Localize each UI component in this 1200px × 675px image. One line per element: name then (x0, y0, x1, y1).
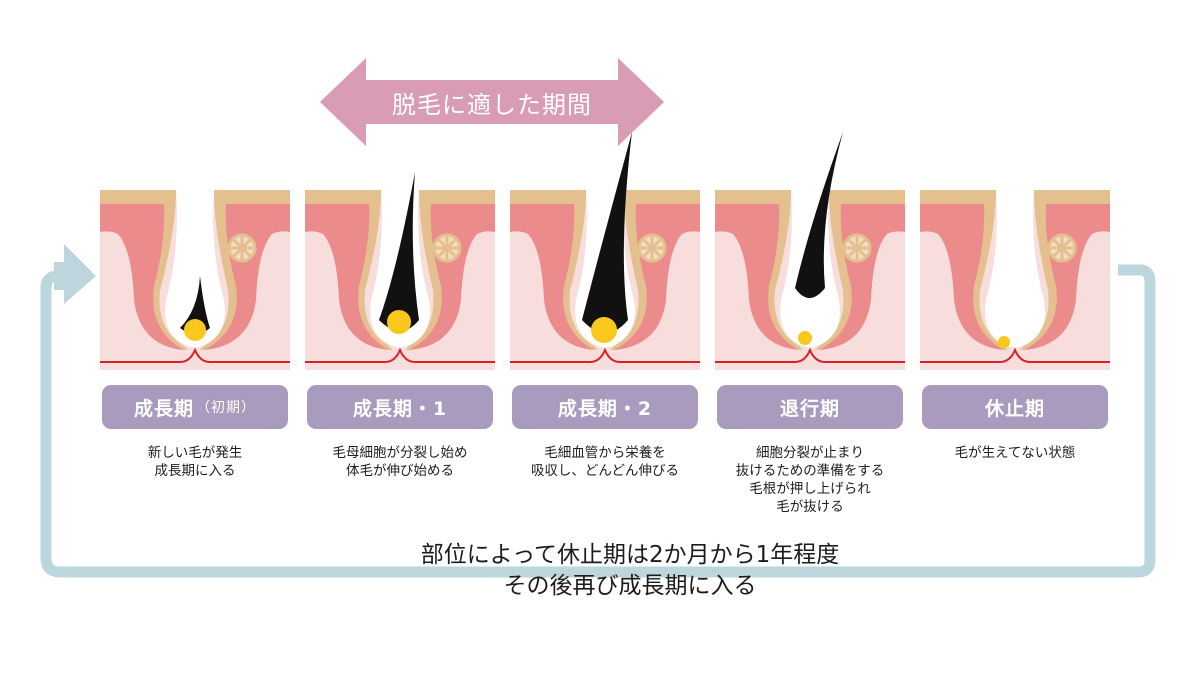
panel-stage-3 (508, 132, 702, 372)
dermal-papilla (387, 310, 411, 334)
hair-shaft (582, 132, 632, 333)
banner-text: 脱毛に適した期間 (392, 90, 592, 119)
stage-label-1: 成長期（初期） (102, 385, 288, 429)
footer-note: 部位によって休止期は2か月から1年程度 その後再び成長期に入る (350, 540, 910, 602)
dermal-papilla (998, 336, 1010, 348)
stage-label-3: 成長期・2 (512, 385, 698, 429)
panel-stage-1 (98, 188, 292, 372)
hair-shaft (379, 172, 419, 331)
dermal-papilla (591, 317, 617, 343)
stage-label-2: 成長期・1 (307, 385, 493, 429)
hair-shaft (795, 132, 843, 298)
stage-desc-2: 毛母細胞が分裂し始め体毛が伸び始める (332, 445, 468, 479)
dermal-papilla (184, 319, 206, 341)
stage-desc-5: 毛が生えてない状態 (954, 445, 1076, 461)
stage-label-5: 休止期 (922, 385, 1108, 429)
panel-stage-5 (918, 188, 1112, 372)
footer-line-1: 部位によって休止期は2か月から1年程度 (420, 542, 840, 568)
stage-desc-1: 新しい毛が発生成長期に入る (147, 445, 243, 479)
footer-line-2: その後再び成長期に入る (503, 573, 757, 599)
stage-label-4: 退行期 (717, 385, 903, 429)
dermal-papilla (798, 331, 812, 345)
panel-stage-4 (713, 132, 907, 372)
stage-desc-4: 細胞分裂が止まり抜けるための準備をする 毛根が押し上げられ毛が抜ける (735, 445, 885, 515)
hair-shaft (180, 276, 210, 334)
stage-desc-3: 毛細血管から栄養を吸収し、どんどん伸びる (530, 445, 680, 479)
panel-stage-2 (303, 172, 497, 372)
